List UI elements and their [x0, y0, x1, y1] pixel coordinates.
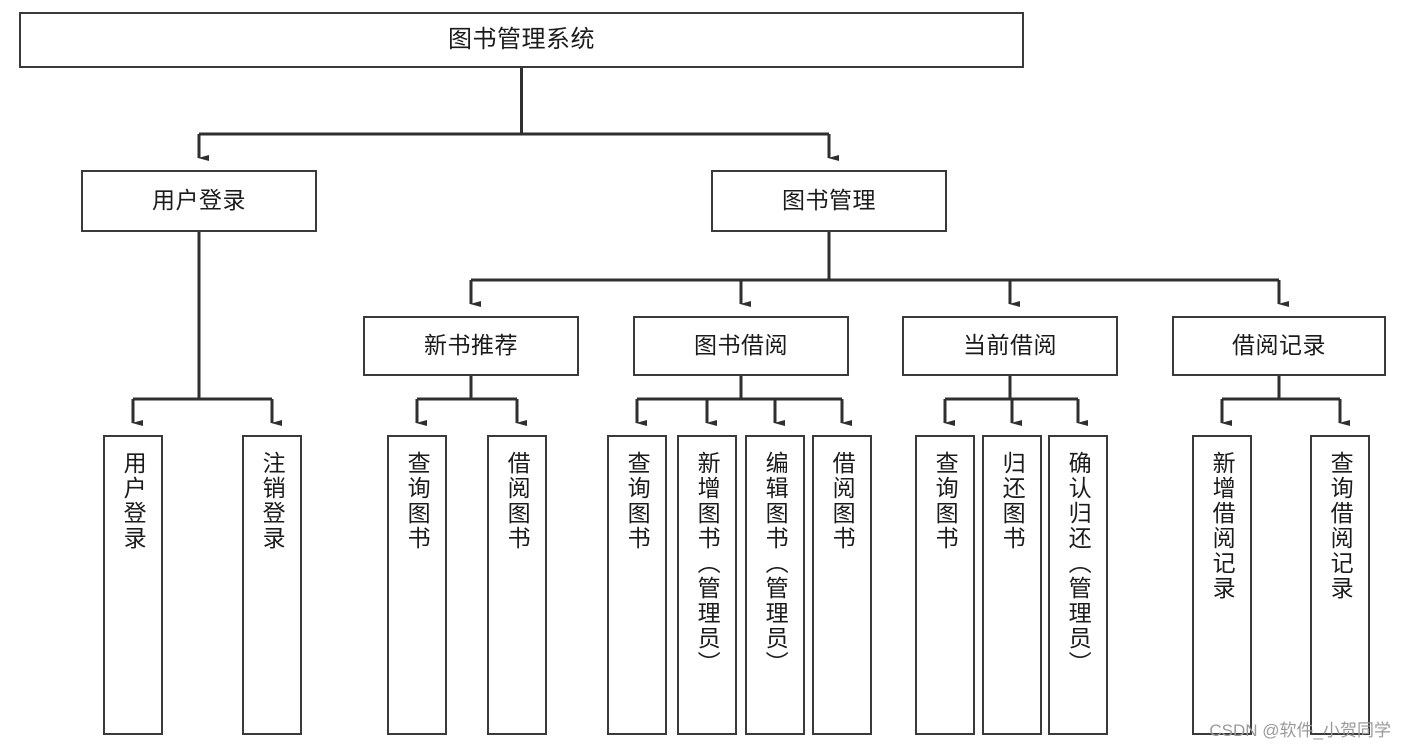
node-leaf-query-book-2[interactable]: 查询图书 [607, 435, 667, 735]
node-label: 查询图书 [932, 451, 959, 551]
node-leaf-confirm-return[interactable]: 确认归还（管理员） [1048, 435, 1108, 735]
node-label: 图书管理 [782, 187, 876, 214]
node-leaf-return-book[interactable]: 归还图书 [982, 435, 1042, 735]
node-label: 新增图书（管理员） [694, 451, 721, 676]
node-leaf-edit-book[interactable]: 编辑图书（管理员） [745, 435, 805, 735]
node-user-login[interactable]: 用户登录 [81, 170, 317, 232]
watermark: CSDN @软件_小贺同学 [1209, 721, 1391, 740]
node-label: 注销登录 [259, 451, 286, 551]
node-leaf-query-book-1[interactable]: 查询图书 [387, 435, 447, 735]
node-leaf-query-book-3[interactable]: 查询图书 [915, 435, 975, 735]
node-leaf-user-login[interactable]: 用户登录 [103, 435, 163, 735]
node-leaf-borrow-book-2[interactable]: 借阅图书 [812, 435, 872, 735]
node-label: 编辑图书（管理员） [762, 451, 789, 676]
node-label: 用户登录 [152, 187, 246, 214]
node-label: 新增借阅记录 [1209, 451, 1236, 601]
node-label: 查询图书 [624, 451, 651, 551]
node-label: 借阅图书 [829, 451, 856, 551]
node-label: 查询图书 [404, 451, 431, 551]
node-label: 当前借阅 [963, 332, 1057, 359]
node-current-borrow[interactable]: 当前借阅 [902, 316, 1118, 376]
node-borrow-record[interactable]: 借阅记录 [1172, 316, 1386, 376]
node-book-manage[interactable]: 图书管理 [711, 170, 947, 232]
node-leaf-borrow-book-1[interactable]: 借阅图书 [487, 435, 547, 735]
node-label: 用户登录 [120, 451, 147, 551]
node-label: 查询借阅记录 [1327, 451, 1354, 601]
node-label: 新书推荐 [424, 332, 518, 359]
node-leaf-query-record[interactable]: 查询借阅记录 [1310, 435, 1370, 735]
node-leaf-logout[interactable]: 注销登录 [242, 435, 302, 735]
node-label: 图书借阅 [694, 332, 788, 359]
node-label: 借阅图书 [504, 451, 531, 551]
node-label: 借阅记录 [1232, 332, 1326, 359]
node-book-borrow[interactable]: 图书借阅 [633, 316, 849, 376]
node-label: 归还图书 [999, 451, 1026, 551]
node-label: 图书管理系统 [448, 25, 595, 53]
node-leaf-add-record[interactable]: 新增借阅记录 [1192, 435, 1252, 735]
node-root[interactable]: 图书管理系统 [19, 12, 1024, 68]
node-new-book-recommend[interactable]: 新书推荐 [363, 316, 579, 376]
node-label: 确认归还（管理员） [1065, 451, 1092, 676]
node-leaf-add-book[interactable]: 新增图书（管理员） [677, 435, 737, 735]
